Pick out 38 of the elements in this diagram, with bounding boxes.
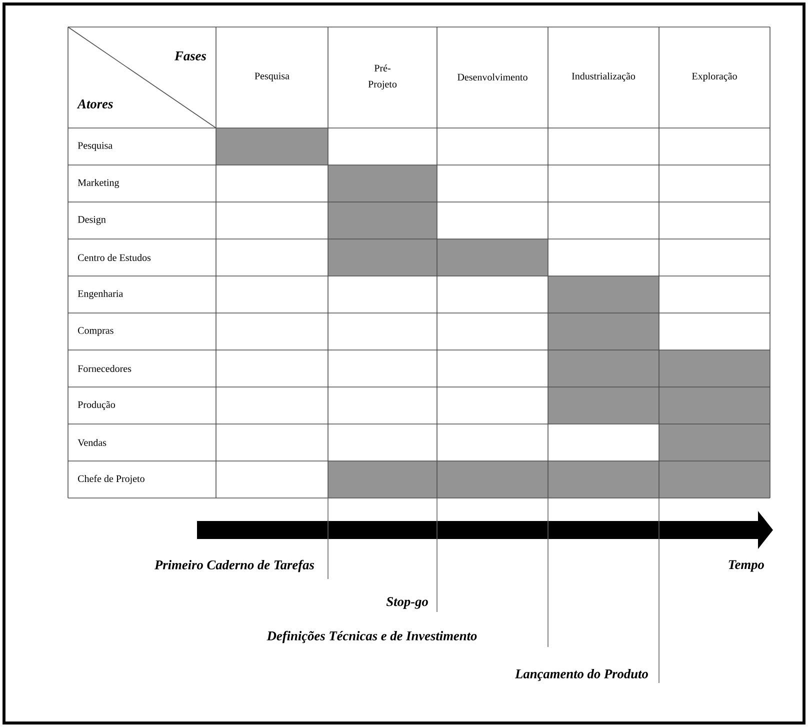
shaded-cell bbox=[548, 350, 659, 388]
phase-label: Pesquisa bbox=[254, 72, 290, 82]
actor-label: Marketing bbox=[78, 178, 120, 188]
header-label: Atores bbox=[76, 100, 113, 108]
actor-label: Produção bbox=[78, 400, 115, 410]
shaded-cell bbox=[328, 202, 438, 240]
actor-label: Chefe de Projeto bbox=[78, 474, 144, 484]
shaded-cell bbox=[328, 460, 438, 498]
milestone-label: Stop-go bbox=[386, 597, 428, 609]
shaded-cell bbox=[548, 276, 659, 314]
shaded-cell bbox=[659, 350, 770, 388]
header-label: Fases bbox=[174, 52, 206, 60]
phase-label: Exploração bbox=[692, 72, 737, 82]
phase-label: Pré-Projeto bbox=[368, 64, 397, 90]
shaded-cell bbox=[328, 238, 438, 276]
shaded-cell bbox=[328, 164, 438, 202]
actor-label: Design bbox=[78, 216, 106, 225]
shaded-cell bbox=[659, 424, 770, 462]
actor-label: Centro de Estudos bbox=[78, 254, 151, 262]
shaded-cell bbox=[437, 460, 548, 498]
shaded-cell bbox=[548, 386, 659, 424]
milestone-label: Tempo bbox=[728, 560, 764, 572]
shaded-cell bbox=[548, 460, 659, 498]
actor-label: Compras bbox=[78, 327, 114, 336]
milestone-label: Primeiro Caderno de Tarefas bbox=[154, 560, 314, 572]
phase-label: Desenvolvimento bbox=[458, 73, 528, 81]
shaded-cell bbox=[548, 312, 659, 350]
milestone-label: Lançamento do Produto bbox=[514, 668, 648, 682]
shaded-cell bbox=[437, 238, 548, 276]
shaded-cell bbox=[659, 460, 770, 498]
phase-label: Industrialização bbox=[572, 72, 636, 82]
actor-label: Vendas bbox=[78, 438, 106, 446]
shaded-cell bbox=[216, 128, 328, 166]
actor-label: Pesquisa bbox=[78, 142, 112, 151]
milestone-label: Definições Técnicas e de Investimento bbox=[266, 630, 477, 644]
shaded-cell bbox=[659, 386, 770, 424]
actor-label: Fornecedores bbox=[78, 364, 132, 372]
actor-label: Engenharia bbox=[78, 290, 123, 300]
